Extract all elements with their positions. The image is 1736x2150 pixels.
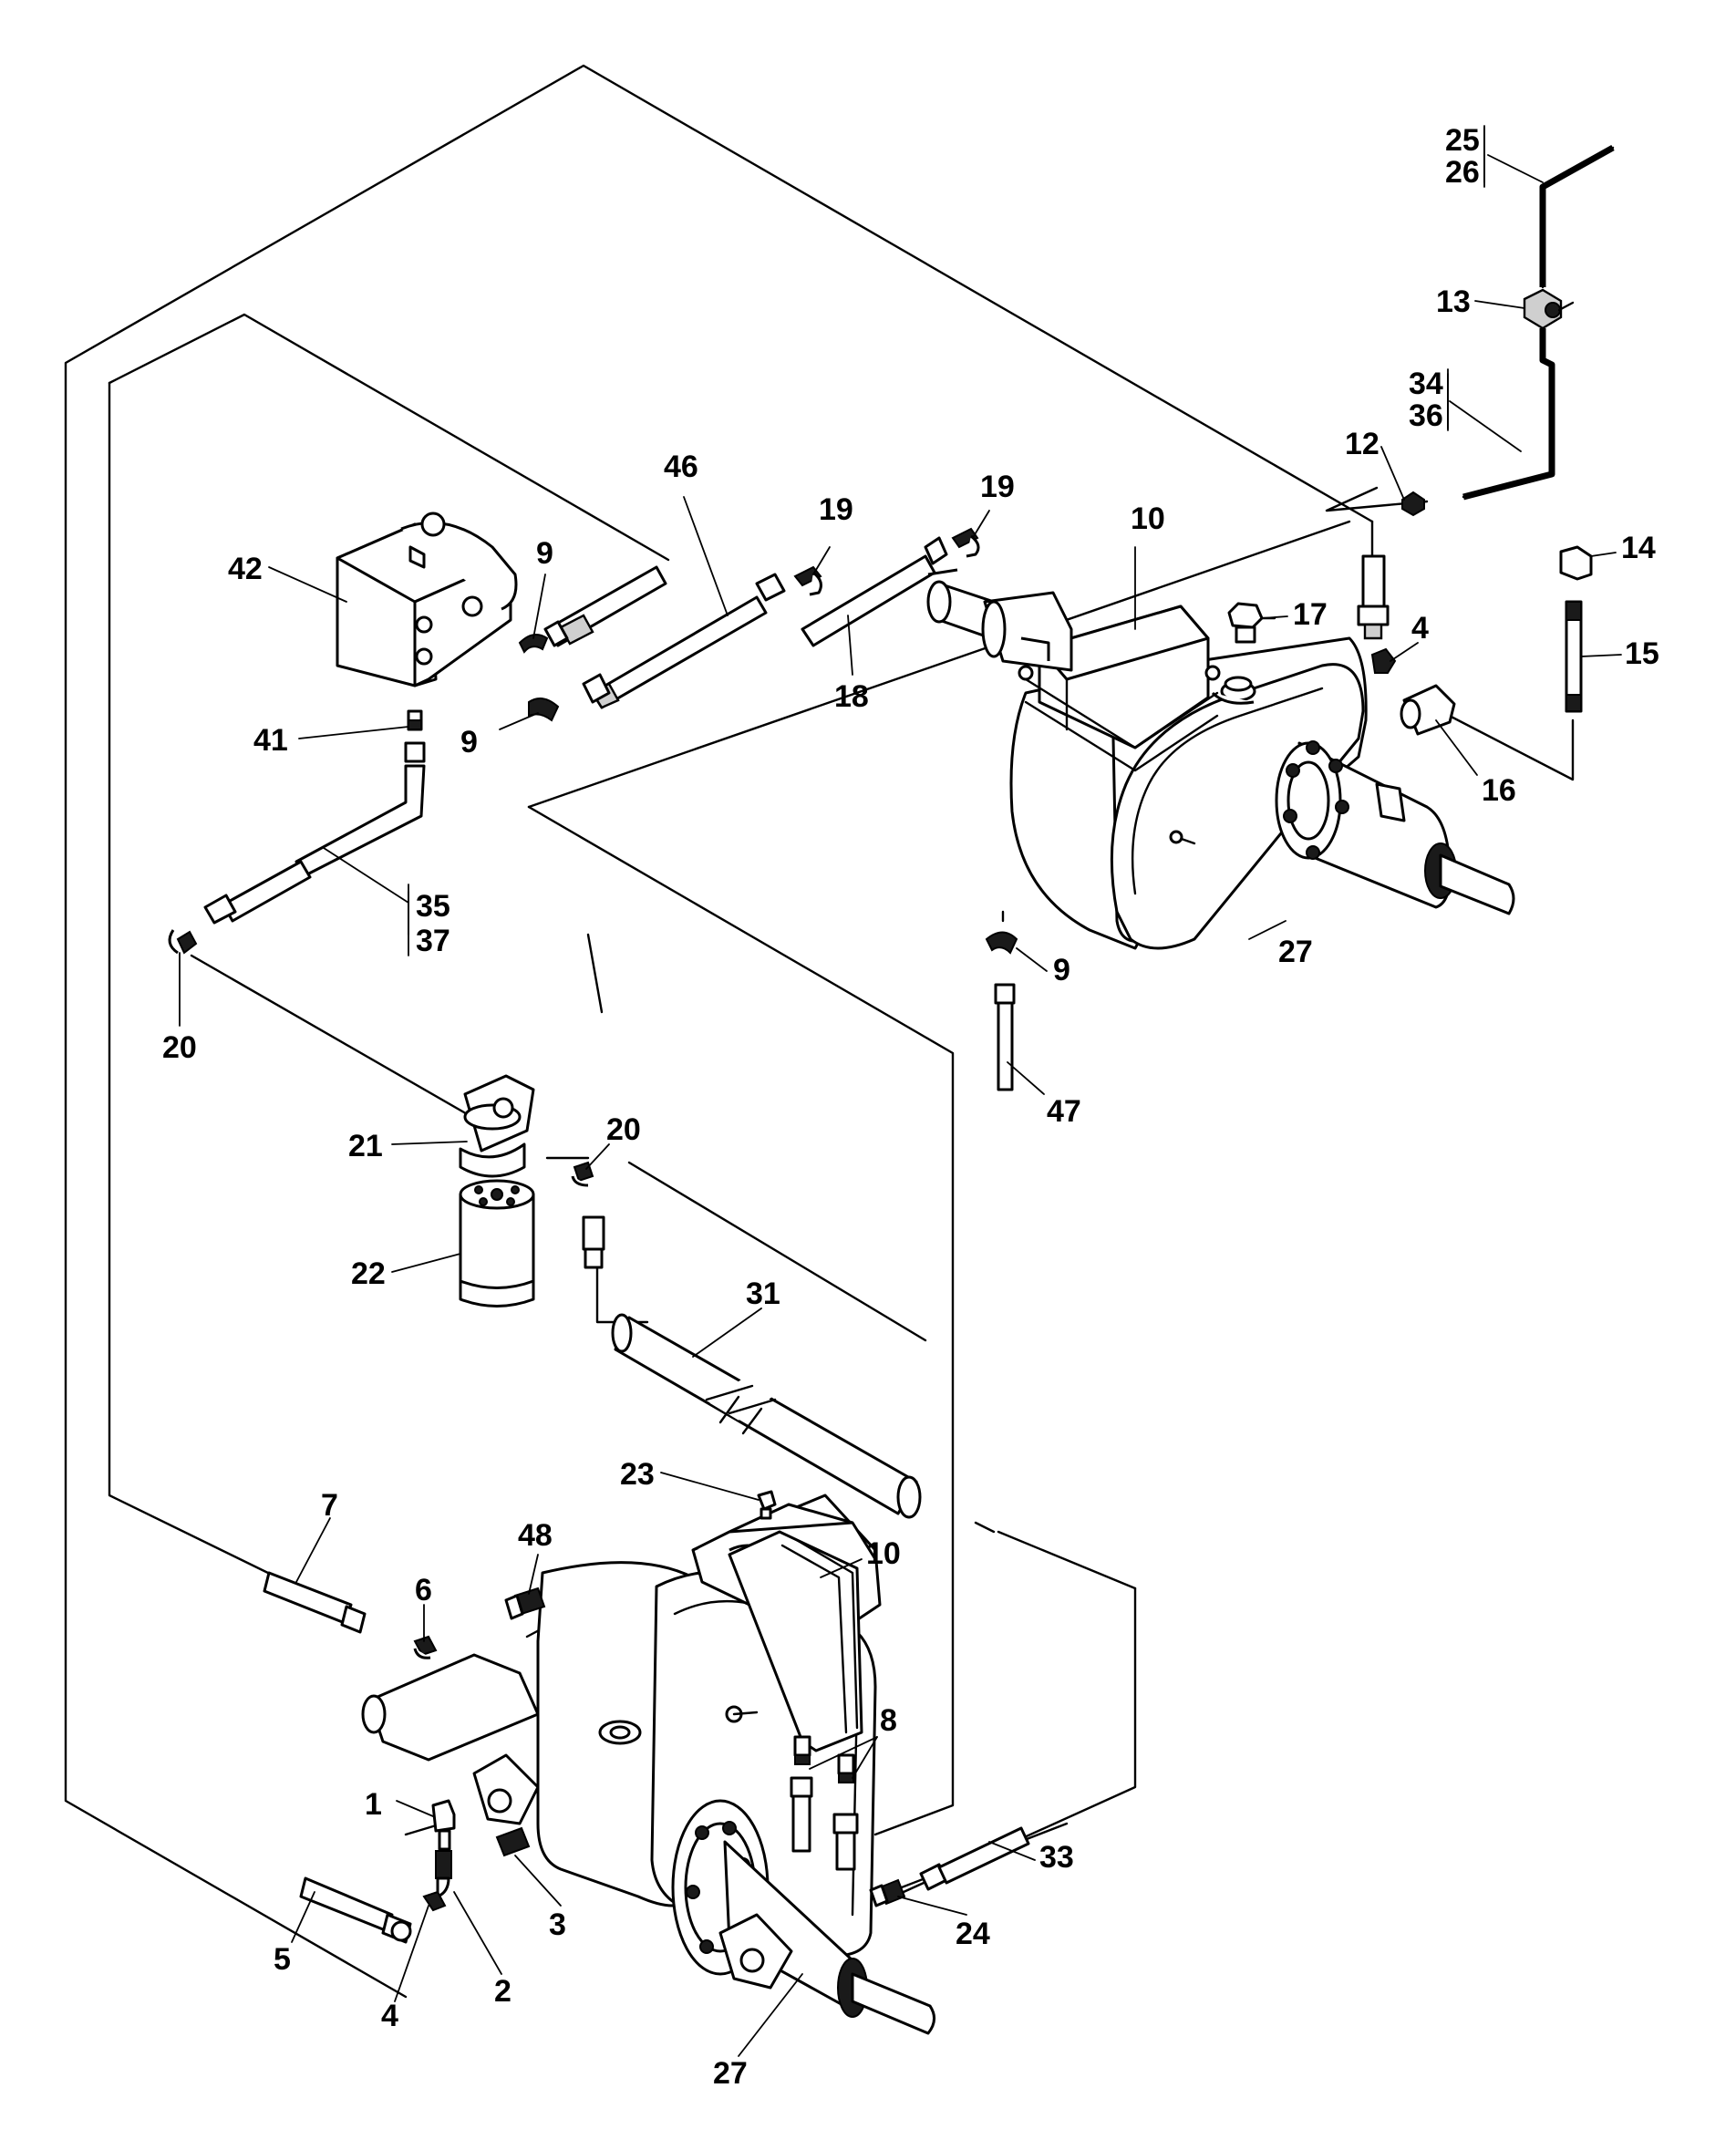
callout-36: 36	[1409, 398, 1443, 433]
callout-7: 7	[321, 1488, 338, 1523]
callout-25: 25	[1445, 123, 1480, 158]
callout-35: 35	[416, 889, 450, 924]
callout-10-lower: 10	[866, 1536, 901, 1571]
valve-block-42	[336, 512, 518, 687]
callout-9-middle: 9	[1053, 953, 1070, 987]
callout-14: 14	[1621, 531, 1656, 565]
leader-lines	[179, 127, 1622, 2057]
callout-23: 23	[620, 1457, 655, 1492]
callout-42: 42	[228, 552, 263, 586]
callout-3: 3	[549, 1907, 566, 1942]
callout-8: 8	[880, 1703, 897, 1738]
callout-1: 1	[365, 1787, 382, 1822]
callout-4-lower: 4	[381, 1999, 398, 2033]
callout-26: 26	[1445, 155, 1480, 190]
lower-gearbox-27	[361, 1490, 935, 2035]
callout-19-left: 19	[819, 492, 853, 527]
lower-left-fittings	[263, 1571, 546, 1944]
callout-15: 15	[1625, 636, 1659, 671]
callout-19-right: 19	[980, 470, 1015, 504]
callout-17: 17	[1293, 597, 1328, 632]
callout-2: 2	[494, 1974, 512, 2009]
oil-filter-21-22	[459, 1074, 605, 1308]
callout-10-upper: 10	[1131, 501, 1165, 536]
callout-18: 18	[834, 679, 869, 714]
callout-31: 31	[746, 1277, 780, 1311]
upper-gearbox-27	[926, 580, 1515, 950]
callout-16: 16	[1482, 773, 1516, 808]
hose-31	[611, 1313, 922, 1519]
callout-33: 33	[1039, 1840, 1074, 1875]
callout-34: 34	[1409, 367, 1443, 401]
callout-27-lower: 27	[713, 2056, 748, 2091]
callout-41: 41	[253, 723, 288, 758]
callout-47: 47	[1047, 1094, 1081, 1129]
callout-24: 24	[956, 1917, 990, 1951]
callout-labels: 25 26 13 34 36 12 14 15 10 17 4 16 27 19…	[162, 123, 1659, 2091]
pipe-47	[985, 931, 1018, 1091]
callout-46: 46	[664, 450, 698, 484]
upper-right-lines	[1227, 144, 1615, 736]
callout-20-right: 20	[606, 1112, 641, 1147]
callout-27-upper: 27	[1278, 935, 1313, 969]
callout-21: 21	[348, 1129, 383, 1163]
callout-9-top: 9	[536, 536, 553, 571]
group-bracket-bars	[408, 125, 1485, 956]
upper-hoses-and-fittings	[518, 527, 980, 722]
callout-4-upper: 4	[1411, 611, 1429, 646]
callout-9-left: 9	[460, 725, 478, 760]
callout-48: 48	[518, 1518, 553, 1553]
left-hose-35-37	[168, 709, 426, 955]
callout-22: 22	[351, 1256, 386, 1291]
callout-12: 12	[1345, 427, 1380, 461]
callout-13: 13	[1436, 284, 1471, 319]
callout-5: 5	[274, 1942, 291, 1977]
lower-right-24-33	[869, 1826, 1030, 1907]
callout-6: 6	[415, 1573, 432, 1607]
callout-20-left: 20	[162, 1030, 197, 1065]
callout-37: 37	[416, 924, 450, 958]
